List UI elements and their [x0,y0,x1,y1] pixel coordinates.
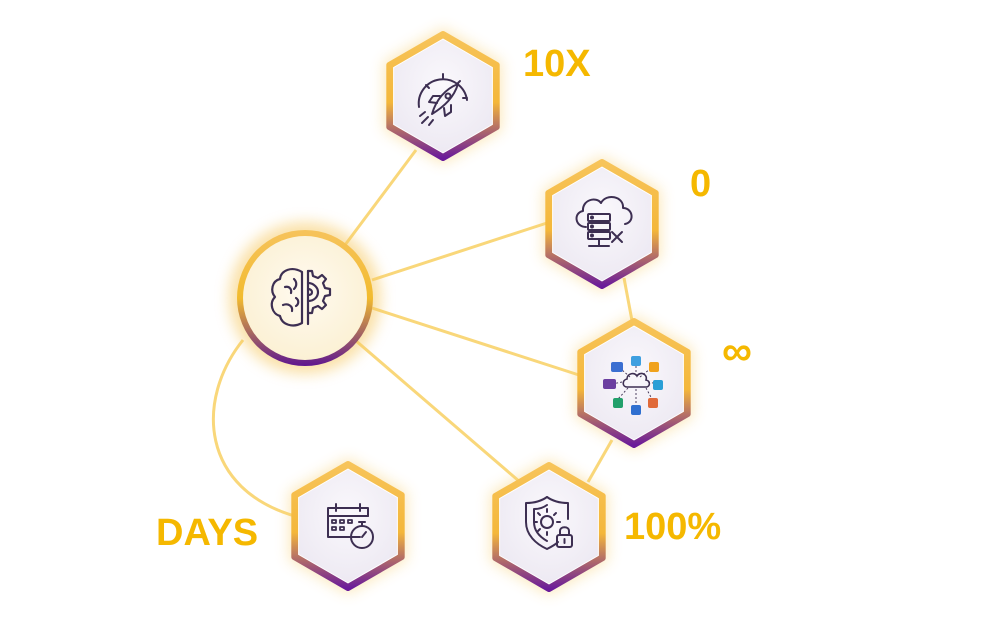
connector-integrations-security [586,439,614,483]
speed-stat-label: 10X [523,43,591,85]
timeline-stat-label: DAYS [156,512,259,554]
downtime-stat-label: 0 [690,163,712,205]
connector-center-cloud [371,220,551,282]
shield-gear-lock-icon [525,496,573,550]
security-stat-label: 100% [624,506,722,548]
cloud-server-x-icon [575,196,633,247]
connector-center-integrations [371,306,583,378]
connector-lines [211,149,635,519]
center-node [229,222,381,374]
connector-center-security [354,338,521,484]
connector-center-calendar [211,339,299,519]
cloud-integrations-icon [603,356,663,415]
speed-node [384,28,502,164]
connector-center-speed [343,149,418,246]
integrations-node [575,315,693,451]
integrations-stat-label: ∞ [722,327,752,374]
brain-gear-icon [270,268,332,327]
calendar-stopwatch-icon [327,503,374,549]
calendar-node [289,458,407,594]
rocket-speedometer-icon [417,73,468,126]
